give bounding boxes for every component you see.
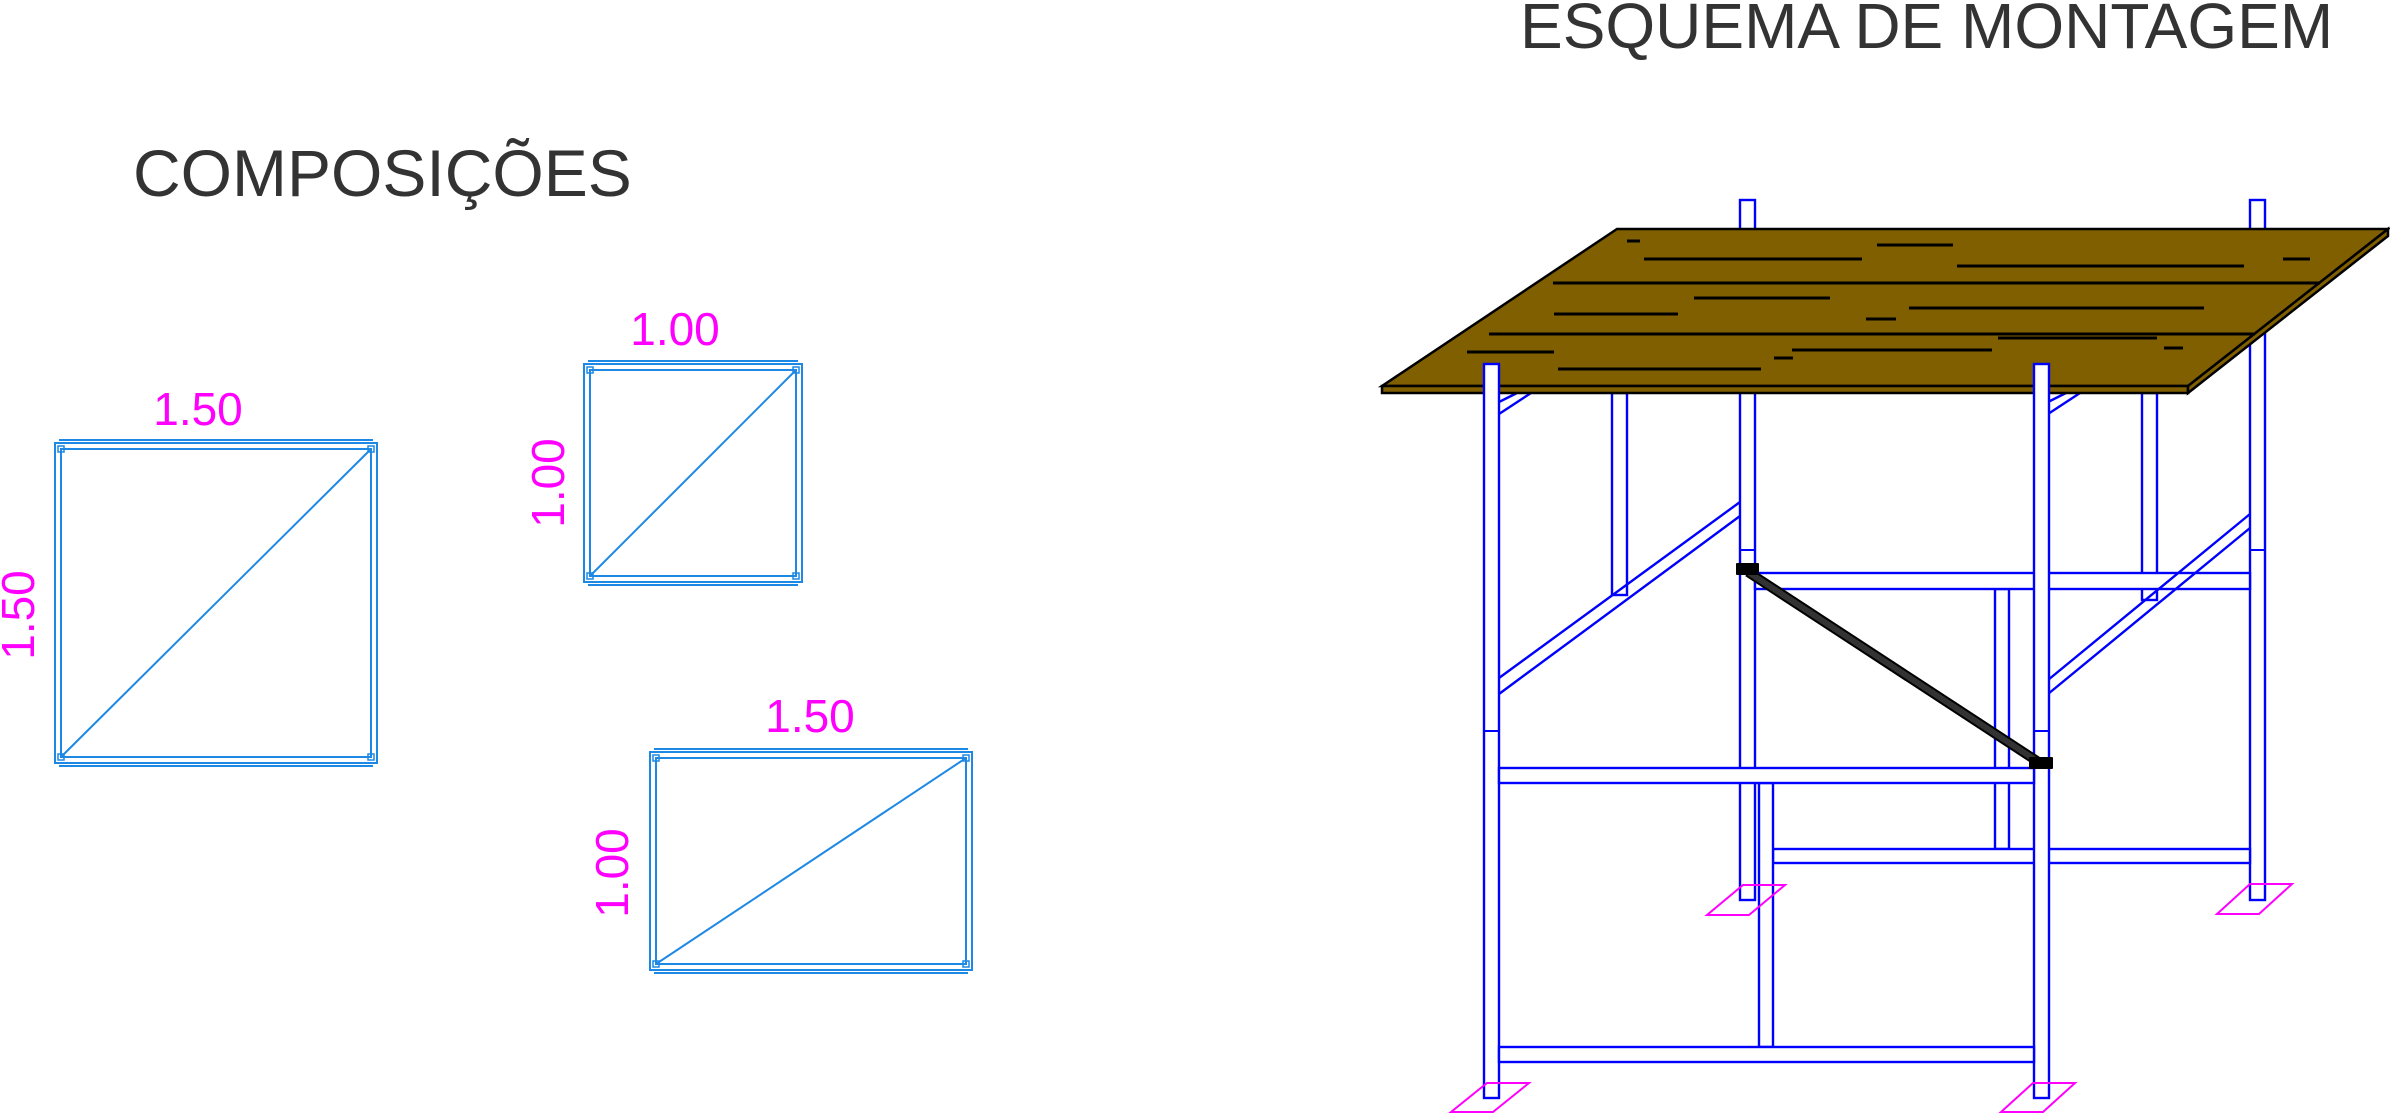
post-inner-mid-back [1993, 587, 2011, 851]
beam-front-bottom [1497, 1045, 2036, 1064]
platform-side-edge [2186, 226, 2390, 396]
frame-outer [583, 363, 803, 583]
frame-diagonal [589, 369, 797, 577]
frame-150x150: 1.50 1.50 [0, 383, 378, 767]
diagonal-tube-edge [2047, 527, 2251, 695]
frame-node [962, 960, 970, 968]
diagonal-tube-edge [1498, 515, 1741, 695]
post-inner-left [1610, 391, 1629, 597]
post-front-right [2032, 362, 2051, 1100]
frame-node [57, 753, 65, 761]
beam-front-mid [1497, 766, 2036, 785]
frame-node [367, 445, 375, 453]
diagonal-stub-right [2047, 391, 2081, 416]
frame-list: 1.50 1.50 1.00 1.00 1.50 1.00 [0, 303, 973, 974]
width-dimension-label: 1.00 [630, 303, 720, 355]
frame-node [57, 445, 65, 453]
foot-plate-icon [1704, 884, 1788, 916]
frame-node [652, 960, 660, 968]
height-dimension-label: 1.00 [586, 828, 638, 918]
frame-outer [54, 442, 378, 764]
height-dimension-label: 1.00 [522, 438, 574, 528]
diagonal-tube-edge [1498, 391, 1532, 416]
width-dimension-label: 1.50 [153, 383, 243, 435]
platform-front-edge [1380, 384, 2190, 395]
frame-node [792, 366, 800, 374]
post-inner-lower [1757, 781, 1775, 1049]
foot-plate-icon [2214, 883, 2295, 915]
frame-100x100: 1.00 1.00 [522, 303, 803, 586]
diagonal-brace [1736, 563, 2053, 769]
assembly-title: ESQUEMA DE MONTAGEM [1520, 0, 2333, 62]
diagonal-stub-left [1498, 391, 1532, 416]
foot-plate-icon [1448, 1082, 1532, 1113]
frame-diagonal [655, 757, 967, 965]
diagonal-tube-edge [2047, 513, 2251, 681]
diagonal-left [1498, 501, 1741, 695]
wooden-platform [1377, 226, 2390, 396]
post-back-right [2248, 198, 2267, 902]
foot-plate-icon [1998, 1082, 2078, 1113]
foot-plates [1448, 883, 2295, 1113]
width-dimension-label: 1.50 [765, 690, 855, 742]
frame-inner [589, 369, 797, 577]
diagonal-tube-edge [2047, 391, 2067, 404]
diagonal-tube-edge [1498, 501, 1741, 679]
tube [1993, 587, 2011, 851]
frame-node [652, 754, 660, 762]
brace-bar [1746, 569, 2042, 766]
assembly-section: ESQUEMA DE MONTAGEM [1377, 0, 2390, 1113]
clamp-icon [1736, 563, 1759, 575]
tube [1757, 781, 1775, 1049]
diagonal-right [2047, 513, 2251, 695]
post-front-left [1482, 362, 1501, 1100]
diagonal-tube-edge [2047, 391, 2081, 416]
frame-150x100: 1.50 1.00 [586, 690, 973, 974]
frame-node [367, 753, 375, 761]
frame-node [962, 754, 970, 762]
frame-node [586, 366, 594, 374]
frame-outer [649, 751, 973, 971]
post-inner-right [2140, 391, 2159, 602]
tube [2140, 391, 2159, 602]
frame-diagonal [60, 448, 372, 758]
height-dimension-label: 1.50 [0, 570, 44, 660]
compositions-section: COMPOSIÇÕES 1.50 1.50 1.00 1.00 1.50 1.00 [0, 136, 973, 974]
beam-back-lower [1771, 847, 2252, 865]
frame-inner [655, 757, 967, 965]
diagonal-tube-edge [1498, 391, 1518, 404]
frame-node [586, 572, 594, 580]
frame-inner [60, 448, 372, 758]
compositions-title: COMPOSIÇÕES [133, 136, 632, 210]
clamp-icon [2029, 757, 2053, 769]
scaffold-front-layer [1482, 362, 2051, 1100]
frame-node [792, 572, 800, 580]
tube [1610, 391, 1629, 597]
